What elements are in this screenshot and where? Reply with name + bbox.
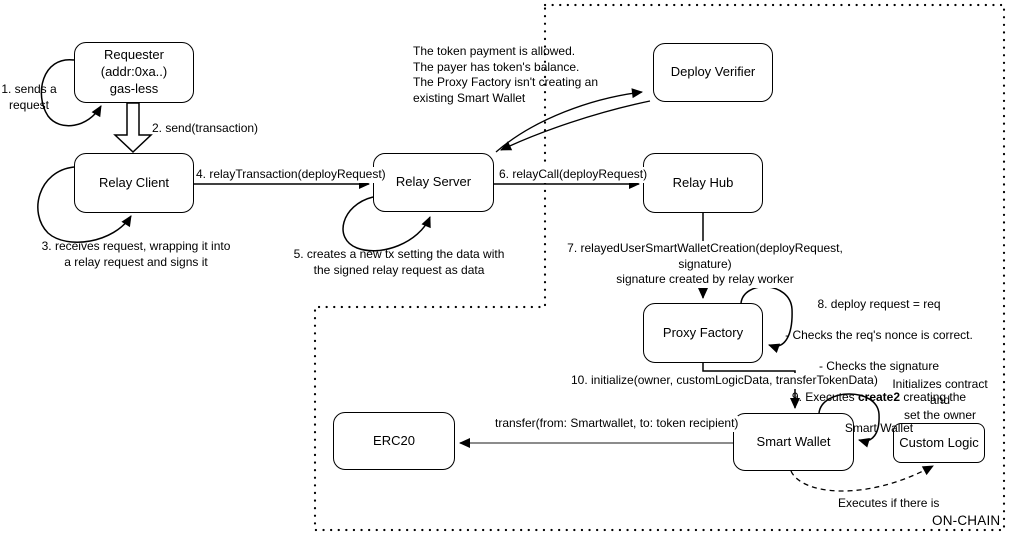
- create2-bold: create2: [857, 390, 901, 405]
- arrow-initialize: [702, 363, 800, 409]
- node-smart-wallet: Smart Wallet: [733, 413, 854, 471]
- arrow-send-transaction: [113, 102, 153, 154]
- label-step3: 3. receives request, wrapping it into a …: [41, 239, 231, 269]
- node-proxy-factory: Proxy Factory: [643, 303, 763, 363]
- label-step6: 6. relayCall(deployRequest): [499, 167, 648, 183]
- arrow-receives-request-loop: [37, 166, 132, 243]
- label-step5: 5. creates a new tx setting the data wit…: [293, 247, 505, 277]
- arrow-creates-tx-loop: [342, 196, 431, 252]
- node-requester: Requester (addr:0xa..) gas-less: [74, 42, 194, 103]
- label-step2: 2. send(transaction): [152, 121, 259, 135]
- arrow-verifier-request: [495, 88, 643, 153]
- label-verifier-note: The token payment is allowed. The payer …: [413, 44, 599, 105]
- label-transfer: transfer(from: Smartwallet, to: token re…: [495, 416, 739, 432]
- arrow-verifier-response: [500, 100, 651, 151]
- arrow-sends-request-loop: [40, 59, 102, 127]
- label-step9-line1: 9. Executes create2 creating the: [791, 390, 967, 405]
- label-step8-line3: - Checks the signature: [818, 358, 940, 373]
- label-step10: 10. initialize(owner, customLogicData, t…: [571, 373, 878, 389]
- node-erc20: ERC20: [333, 412, 455, 470]
- node-relay-client: Relay Client: [74, 153, 194, 213]
- label-wallet-note: Initializes contract and set the owner: [892, 377, 988, 423]
- label-on-chain: ON-CHAIN: [932, 513, 1001, 528]
- node-custom-logic: Custom Logic: [893, 423, 985, 463]
- label-step4: 4. relayTransaction(deployRequest): [196, 167, 386, 183]
- label-step1: 1. sends a request: [1, 82, 57, 112]
- on-chain-boundary: [313, 3, 1006, 532]
- arrow-proxy-checks-loop: [740, 286, 793, 354]
- label-executes-if-there-is: Executes if there is: [838, 496, 940, 512]
- label-step9-line2: Smart Wallet: [844, 421, 914, 436]
- arrow-initializes-owner-loop: [818, 393, 880, 448]
- label-step8-line1: 8. deploy request = req: [817, 296, 941, 311]
- label-step8-line2: - Checks the req's nonce is correct.: [785, 327, 973, 342]
- node-relay-hub: Relay Hub: [643, 153, 763, 213]
- node-relay-server: Relay Server: [373, 153, 494, 212]
- node-deploy-verifier: Deploy Verifier: [653, 43, 773, 102]
- arrow-executes-custom-logic: [790, 465, 934, 492]
- label-proxy-checks-note: 8. deploy request = req - Checks the req…: [772, 281, 986, 453]
- label-step7: 7. relayedUserSmartWalletCreation(deploy…: [548, 241, 862, 288]
